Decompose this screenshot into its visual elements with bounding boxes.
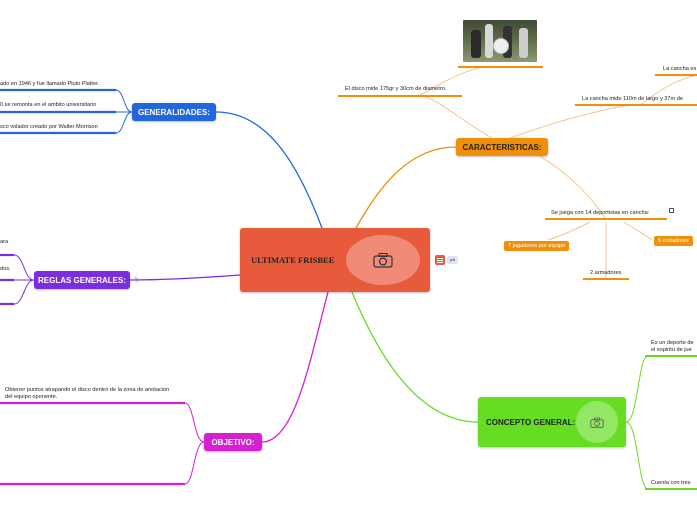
link-reglas-item3 [13, 279, 35, 305]
reglas-item-1: ara [0, 239, 9, 245]
caract-cortadores: 5 cortadores [654, 236, 694, 246]
generalidades-item-2: 0 se remonta en el ambito universitario [0, 102, 97, 108]
generalidades-item-1: ado en 1946 y fue llamado Pluto Platter. [0, 81, 100, 87]
caract-cancha-top: La cancha es [663, 66, 697, 72]
caracteristicas-node[interactable]: CARACTERISTICAS: [456, 138, 548, 156]
objetivo-node[interactable]: OBJETIVO: [204, 433, 262, 451]
link-central-objetivo [261, 291, 329, 443]
link-objetivo-item1 [184, 402, 205, 443]
link-dep-cortadores [623, 221, 653, 241]
objetivo-item-1: Obtener puntos atrapando el disco dentro… [5, 387, 170, 400]
concepto-camera-icon[interactable] [576, 401, 618, 443]
link-icon[interactable]: ↻ [134, 277, 140, 284]
concepto-title: CONCEPTO GENERAL: [486, 417, 576, 427]
link-caract-deportistas [539, 155, 606, 219]
caract-disco: El disco mide 175gr y 30cm de diametro. [345, 86, 447, 92]
link-central-generalidades [215, 111, 323, 229]
reglas-node[interactable]: REGLAS GENERALES: [34, 271, 130, 289]
link-concepto-item2 [625, 421, 649, 490]
link-generalidades-item1 [115, 89, 133, 113]
frisbee-photo [463, 20, 537, 62]
link-reglas-item1 [13, 254, 35, 281]
caract-deportistas: Se juega con 14 deportistas en cancha: [551, 210, 650, 216]
link-central-caracteristicas [355, 146, 457, 229]
caract-jugadores: 7 jugadores por equipo [504, 241, 570, 251]
caract-armadores: 2 armadores [590, 270, 622, 276]
link-cancha-top [639, 74, 697, 106]
caract-cancha: La cancha mide 110m de largo y 37m de [582, 96, 683, 102]
external-link-icon[interactable] [669, 208, 674, 213]
generalidades-node[interactable]: GENERALIDADES: [132, 103, 216, 121]
link-objetivo-item2 [184, 441, 205, 485]
link-central-reglas [129, 274, 241, 281]
concepto-item-1: Es un deporte de el espiritu de jue [651, 340, 694, 353]
link-central-concepto [351, 291, 479, 423]
attachment-icon[interactable]: pdf [447, 256, 458, 264]
link-dep-jugadores [547, 221, 591, 241]
central-node[interactable]: ULTIMATE FRISBEE [240, 228, 430, 292]
link-caract-cancha [509, 104, 631, 139]
notes-icon[interactable] [435, 255, 445, 265]
reglas-item-2: dos. [0, 266, 11, 272]
concepto-node[interactable]: CONCEPTO GENERAL: [478, 397, 626, 447]
concepto-item-2: Cuenta con tres [651, 480, 691, 486]
generalidades-item-3: sco volador creado por Walter Morrison [0, 124, 98, 130]
link-caract-disco [419, 94, 493, 139]
link-concepto-item1 [625, 355, 649, 423]
link-generalidades-item3 [115, 111, 133, 134]
camera-icon[interactable] [346, 235, 420, 285]
central-title: ULTIMATE FRISBEE [251, 255, 335, 265]
